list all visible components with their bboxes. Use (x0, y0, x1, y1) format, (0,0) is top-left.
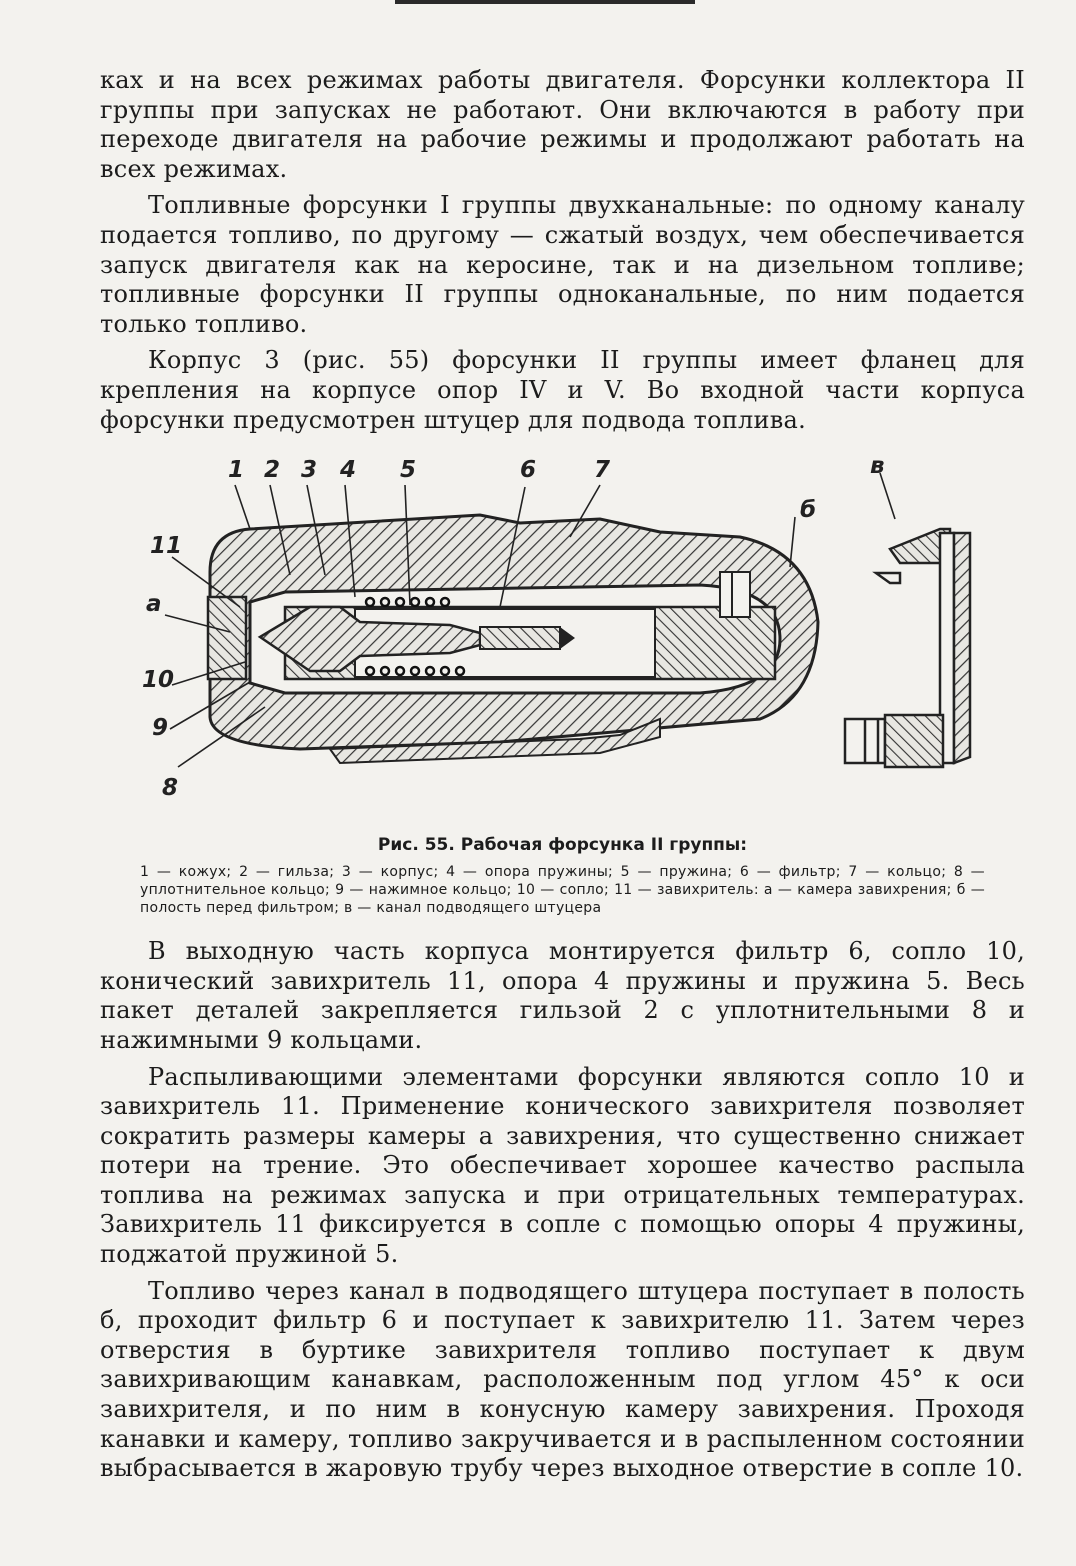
label-11: 11 (150, 533, 183, 560)
rod (479, 626, 561, 651)
label-8: 8 (162, 775, 179, 802)
label-3: 3 (301, 457, 318, 484)
label-7: 7 (594, 457, 611, 484)
filter-cavity (719, 571, 751, 619)
label-9: 9 (152, 715, 169, 742)
figure-caption-title: Рис. 55. Рабочая форсунка II группы: (377, 835, 748, 856)
paragraph-2: Топливные форсунки I группы двухканальны… (100, 191, 1025, 338)
page-body: ках и на всех режимах работы двигателя. … (100, 66, 1025, 1484)
spring-coils (364, 596, 466, 677)
label-b: б (800, 497, 817, 524)
flange (328, 717, 661, 765)
paragraph-6: Топливо через канал в подводящего штуцер… (100, 1276, 1025, 1483)
label-10: 10 (142, 667, 175, 694)
label-a: а (146, 591, 162, 618)
label-v: в (870, 453, 885, 480)
paragraph-5: Распыливающими элементами форсунки являю… (100, 1062, 1025, 1269)
fitting-side-view (843, 527, 972, 769)
paragraph-4: В выходную часть корпуса монтируется фил… (100, 937, 1025, 1054)
nozzle-face (206, 595, 248, 681)
top-rule (395, 0, 695, 4)
paragraph-1: ках и на всех режимах работы двигателя. … (100, 66, 1025, 183)
injector-cross-section (164, 472, 972, 769)
figure-55-injector-drawing: 1 2 3 4 5 6 7 б в 11 а 10 9 8 (100, 453, 1025, 829)
figure-caption-legend: 1 — кожух; 2 — гильза; 3 — корпус; 4 — о… (140, 863, 985, 917)
label-1: 1 (228, 457, 245, 484)
paragraph-3: Корпус 3 (рис. 55) форсунки II группы им… (100, 346, 1025, 434)
label-4: 4 (340, 457, 357, 484)
caption-line-2: 7 — кольцо; 8 — уплотнительное кольцо; 9… (140, 864, 985, 917)
text-after-figure: В выходную часть корпуса монтируется фил… (100, 937, 1025, 1484)
label-6: 6 (520, 457, 537, 484)
label-5: 5 (400, 457, 417, 484)
label-2: 2 (264, 457, 281, 484)
caption-line-1: 1 — кожух; 2 — гильза; 3 — корпус; 4 — о… (140, 864, 841, 881)
